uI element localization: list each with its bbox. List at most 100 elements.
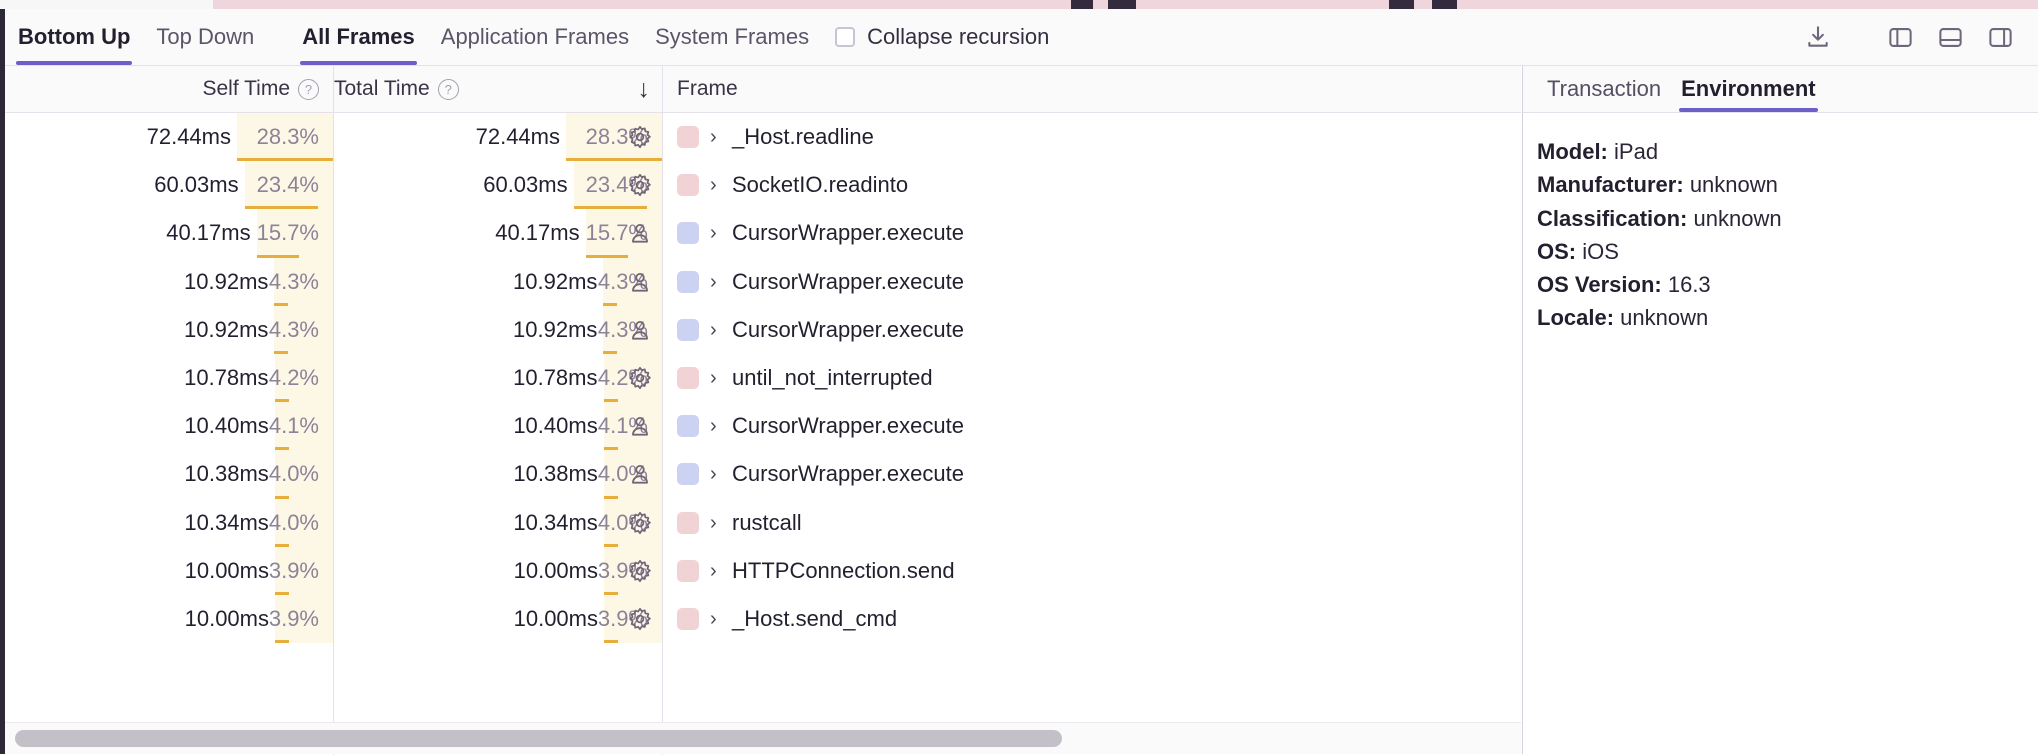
tab-all-frames[interactable]: All Frames <box>289 9 428 65</box>
environment-field-value: iOS <box>1582 238 1619 264</box>
layout-bottom-panel-icon[interactable] <box>1930 17 1970 57</box>
expand-chevron-icon[interactable]: › <box>710 463 717 486</box>
tab-application-frames[interactable]: Application Frames <box>428 9 642 65</box>
tab-transaction[interactable]: Transaction <box>1537 66 1671 112</box>
total-time-percent-underline <box>603 302 618 306</box>
expand-chevron-icon[interactable]: › <box>710 270 717 293</box>
self-time-help-icon[interactable]: ? <box>298 78 319 100</box>
self-time-percent-bar: 4.2% <box>269 353 333 403</box>
self-time-percent-underline <box>274 447 289 451</box>
self-time-percent: 4.0% <box>268 509 319 535</box>
self-time-value: 10.92ms <box>184 268 269 294</box>
column-header-total-time[interactable]: Total Time ? ↓ <box>334 66 662 112</box>
column-header-self-time[interactable]: Self Time ? <box>5 66 333 112</box>
frame-cell[interactable]: ›until_not_interrupted <box>663 354 1521 402</box>
flamegraph-strip[interactable] <box>0 0 2038 9</box>
total-time-value: 10.00ms <box>513 605 598 631</box>
frame-cell[interactable]: › CursorWrapper.execute <box>663 258 1521 306</box>
frame-cell[interactable]: ›_Host.send_cmd <box>663 595 1521 643</box>
frame-cell[interactable]: ›HTTPConnection.send <box>663 547 1521 595</box>
collapse-recursion-toggle[interactable]: Collapse recursion <box>822 9 1062 65</box>
horizontal-scrollbar-thumb[interactable] <box>15 730 1062 747</box>
frame-cell[interactable]: ›rustcall <box>663 499 1521 547</box>
environment-field: OS Version: 16.3 <box>1537 270 2038 299</box>
expand-chevron-icon[interactable]: › <box>710 559 717 582</box>
tab-system-frames[interactable]: System Frames <box>642 9 822 65</box>
tab-top-down[interactable]: Top Down <box>143 9 267 65</box>
frame-name: CursorWrapper.execute <box>732 268 964 294</box>
collapse-recursion-label: Collapse recursion <box>867 24 1050 49</box>
frame-cell[interactable]: ›_Host.readline <box>663 113 1521 161</box>
self-time-value: 10.38ms <box>184 461 269 487</box>
self-time-percent: 4.3% <box>268 268 319 294</box>
frame-cell[interactable]: › SocketIO.readinto <box>663 161 1521 209</box>
environment-field-key: Model: <box>1537 139 1608 164</box>
self-time-percent-underline <box>274 543 289 547</box>
expand-chevron-icon[interactable]: › <box>710 174 717 197</box>
expand-chevron-icon[interactable]: › <box>710 415 717 438</box>
column-header-self-time-label: Self Time <box>202 77 290 100</box>
environment-field-key: Classification: <box>1537 205 1688 231</box>
environment-field-key: OS Version: <box>1537 272 1662 297</box>
sort-descending-icon[interactable]: ↓ <box>637 74 651 103</box>
self-time-percent-bar: 4.0% <box>269 450 333 499</box>
expand-chevron-icon[interactable]: › <box>710 318 717 341</box>
total-time-percent-bar: 4.2% <box>598 353 662 403</box>
collapse-recursion-checkbox[interactable] <box>835 27 856 47</box>
tab-bottom-up[interactable]: Bottom Up <box>5 9 143 65</box>
self-time-percent-underline <box>244 206 318 210</box>
toolbar-tabs: Bottom Up Top Down All Frames Applicatio… <box>5 9 1062 65</box>
self-time-percent-bar: 4.1% <box>269 402 333 451</box>
layout-right-panel-icon[interactable] <box>1980 17 2020 57</box>
download-icon[interactable] <box>1798 17 1838 57</box>
self-time-value: 72.44ms <box>146 124 231 150</box>
expand-chevron-icon[interactable]: › <box>710 126 717 149</box>
self-time-percent-bar: 4.3% <box>269 305 333 354</box>
frame-cell[interactable]: ›CursorWrapper.execute <box>663 306 1521 354</box>
column-header-frame[interactable]: Frame <box>663 66 1521 112</box>
frame-color-swatch <box>677 318 699 341</box>
self-time-percent: 4.1% <box>268 413 319 439</box>
frame-color-swatch <box>677 367 699 390</box>
frame-name: SocketIO.readinto <box>732 172 909 198</box>
expand-chevron-icon[interactable]: › <box>710 367 717 390</box>
total-time-value: 10.00ms <box>513 557 598 583</box>
self-time-value: 10.00ms <box>184 557 269 583</box>
self-time-percent: 28.3% <box>256 124 319 150</box>
self-time-percent-bar: 3.9% <box>269 546 333 595</box>
layout-left-panel-icon[interactable] <box>1880 17 1920 57</box>
tab-environment[interactable]: Environment <box>1671 66 1825 112</box>
self-time-percent-underline <box>275 640 289 644</box>
expand-chevron-icon[interactable]: › <box>710 222 717 245</box>
frame-name: CursorWrapper.execute <box>732 220 964 246</box>
toolbar-icon-group <box>1798 9 2020 65</box>
environment-field: Manufacturer: unknown <box>1537 170 2038 199</box>
frame-cell[interactable]: › CursorWrapper.execute <box>663 209 1521 257</box>
expand-chevron-icon[interactable]: › <box>710 607 717 630</box>
total-time-help-icon[interactable]: ? <box>437 78 459 100</box>
frame-cell[interactable]: ›CursorWrapper.execute <box>663 450 1521 498</box>
horizontal-scrollbar-track[interactable] <box>5 722 1521 754</box>
total-time-value: 10.92ms <box>513 268 598 294</box>
frame-cell[interactable]: ›CursorWrapper.execute <box>663 402 1521 450</box>
expand-chevron-icon[interactable]: › <box>710 511 717 534</box>
total-time-percent-underline <box>566 158 662 162</box>
